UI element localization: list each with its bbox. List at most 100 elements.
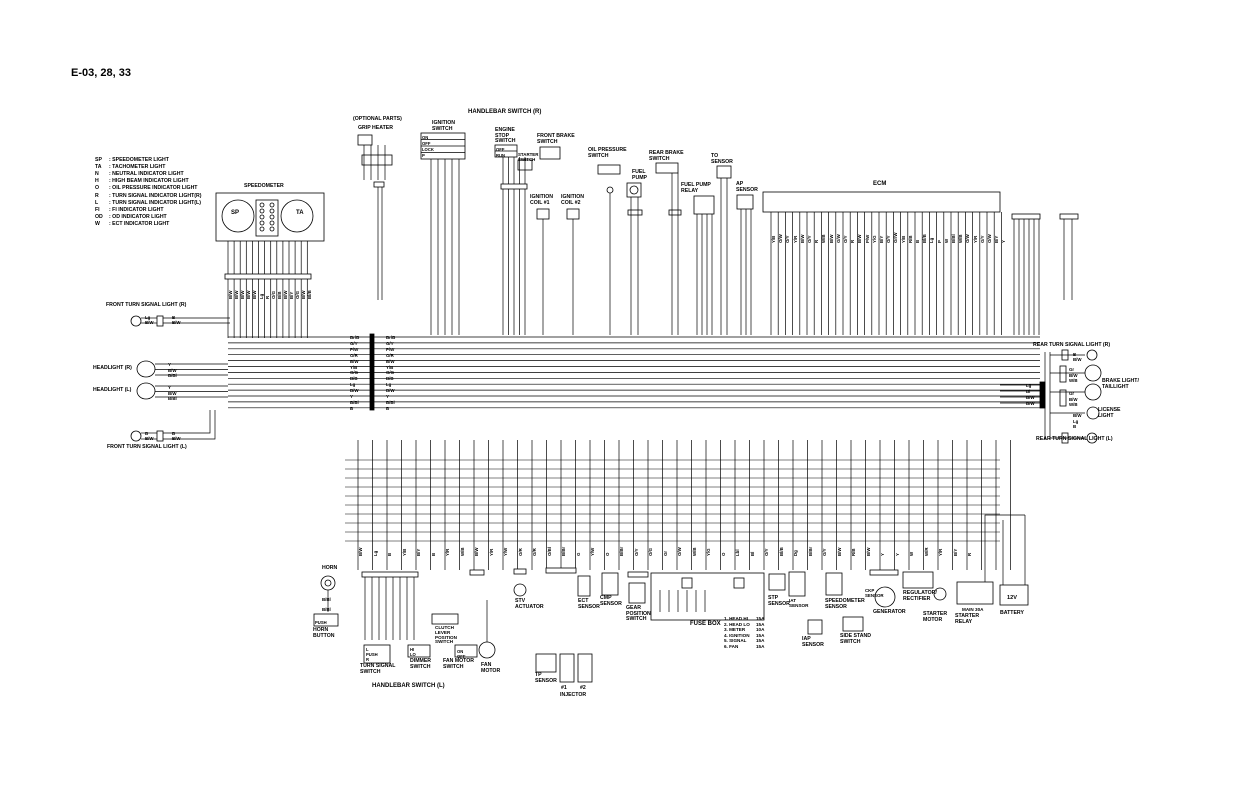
ecm-wire-label: W/B <box>821 234 827 243</box>
rear-harness-wire-label: B/W <box>1026 395 1035 400</box>
generator <box>874 586 896 608</box>
bottom-bus-wire-label: Dg <box>793 550 798 556</box>
fuse-box <box>650 572 765 621</box>
ecm-wire-label: O/Y <box>843 235 848 243</box>
front-r-wire-label: B/W <box>172 320 181 325</box>
brake-tail-lamp <box>1084 364 1102 382</box>
stp-sensor-box <box>768 573 786 591</box>
bottom-bus-wire-label: Y/R <box>488 548 494 556</box>
headlight-l-wire-label: Y <box>168 385 171 390</box>
ap-sensor-label: AP SENSOR <box>736 181 758 193</box>
ignition-coil-1-label: IGNITION COIL #1 <box>530 194 554 206</box>
right-handlebar-connector <box>500 183 528 190</box>
speedo-bus-wire-label: B/W <box>282 290 288 299</box>
harness-wire-label: Br/B <box>350 335 360 340</box>
ecm-connector-3 <box>1059 213 1079 220</box>
ap-sensor-box <box>736 194 754 210</box>
harness-wire-label: Y <box>350 394 353 399</box>
ecm-wire-label: Y/B <box>900 235 906 243</box>
ecm-wire-label: B <box>915 239 920 243</box>
rear-turn-signal-left-label: REAR TURN SIGNAL LIGHT (L) <box>1036 436 1113 442</box>
rear-brake-switch-table <box>655 162 679 174</box>
speedo-bus-wire-label: O/G <box>270 290 276 299</box>
oil-pressure-switch-label: OIL PRESSURE SWITCH <box>588 147 627 159</box>
dimmer-lo-label: LO <box>410 652 416 657</box>
headlight-l-wire-label: B/W <box>168 390 177 396</box>
bottom-bus-wire-label: G/Y <box>822 548 827 556</box>
bottom-bus-wire-label: W/B <box>459 547 465 556</box>
fuse-name: 3. METER <box>724 627 746 632</box>
bottom-bus-wire-label: Bl <box>749 551 755 556</box>
speedo-bus-wire-label: B/B <box>276 291 282 299</box>
speedometer-connector <box>224 273 312 280</box>
horn-inner <box>324 579 332 587</box>
battery-voltage-label: 12V <box>1007 595 1017 601</box>
legend-row: O: OIL PRESSURE INDICATOR LIGHT <box>95 186 197 192</box>
license-connector <box>1059 389 1067 407</box>
grip-heater-label: GRIP HEATER <box>358 125 393 131</box>
bottom-bus-wire-label: Y <box>880 553 885 556</box>
ecm-label: ECM <box>873 181 887 187</box>
harness-wire-label: B <box>386 405 390 411</box>
brake-wire-label: B/W <box>1069 372 1078 378</box>
bottom-bus-wire-label: Gr <box>662 550 668 556</box>
rear-l-wire-label: Lg <box>1073 418 1079 424</box>
battery-label: BATTERY <box>1000 610 1024 616</box>
fan-motor-switch-label: FAN MOTOR SWITCH <box>443 658 475 670</box>
bottom-bus-wire-label: W/R <box>923 547 929 556</box>
legend-code: W <box>95 220 100 227</box>
starter-switch-label: STARTER SWITCH <box>518 152 539 162</box>
ignition-coil-1 <box>536 208 550 220</box>
headlight-l-wire-label: B/Bl <box>168 396 177 401</box>
harness-wire-label: Lg <box>386 382 392 388</box>
rear-brake-switch-label: REAR BRAKE SWITCH <box>649 150 684 162</box>
rear-l-wire-label: B <box>1073 424 1077 429</box>
legend-code: OD <box>95 213 103 220</box>
battery-box <box>999 584 1029 606</box>
harness-wire-label: G/Y <box>386 340 394 346</box>
speedo-bus-wire-label: B/W <box>234 290 240 299</box>
speedo-bus-wire-label: Lg <box>258 293 264 299</box>
legend-description: : NEUTRAL INDICATOR LIGHT <box>109 171 184 178</box>
indicator-bulb <box>259 214 265 220</box>
brake-wire-label: W/B <box>1069 378 1078 383</box>
speedo-bus-wire-label: R <box>264 295 270 299</box>
legend-row: R: TURN SIGNAL INDICATOR LIGHT(R) <box>95 193 202 200</box>
front-turn-signal-left-label: FRONT TURN SIGNAL LIGHT (L) <box>107 444 187 450</box>
ecm-wire-label: O/Y <box>807 235 812 243</box>
fuse-name: 5. SIGNAL <box>724 638 747 643</box>
ecm-wire-label: B/Y <box>879 235 884 243</box>
speedo-bus-wire-label: O/G <box>295 290 301 299</box>
generator-label: GENERATOR <box>873 609 906 615</box>
bottom-bus-wire-label: O/R <box>517 548 523 556</box>
to-sensor-box <box>716 165 732 179</box>
ecm-wire-label: W/B <box>958 234 964 243</box>
rear-turn-l-bulb <box>1086 432 1098 444</box>
headlight-r-wire-label: B/W <box>168 367 177 373</box>
license-wire-label: Gr <box>1069 391 1075 396</box>
ecm-connector-2 <box>1011 213 1041 220</box>
harness-wire-label: O/R <box>350 352 358 358</box>
bottom-bus-wire-label: R <box>967 552 972 556</box>
front-turn-l-connector <box>156 430 164 442</box>
front-turn-r-bulb <box>130 315 142 327</box>
front-l-wire-label: B/W <box>145 436 154 441</box>
regulator-rectifier-label: REGULATOR/ RECTIFIER <box>903 590 937 602</box>
front-turn-signal-right-label: FRONT TURN SIGNAL LIGHT (R) <box>106 302 187 308</box>
fuel-pump-relay-box <box>693 195 715 215</box>
legend-code: FI <box>95 206 100 213</box>
rear-brake-connector <box>668 209 682 216</box>
harness-wire-label: B/Bl <box>386 399 395 405</box>
generator-connector <box>869 569 899 576</box>
ckp-sensor-label: CKP SENSOR <box>865 588 884 598</box>
starter-relay-box <box>956 581 994 605</box>
harness-wire-label: G/Y <box>350 340 358 346</box>
indicator-bulb <box>269 226 275 232</box>
main-fuse-label: MAIN 30A <box>962 607 984 612</box>
ignition-off-label: OFF <box>422 141 431 146</box>
bottom-bus-wire-label: Lg <box>372 550 378 556</box>
front-turn-l-wire <box>163 410 216 440</box>
